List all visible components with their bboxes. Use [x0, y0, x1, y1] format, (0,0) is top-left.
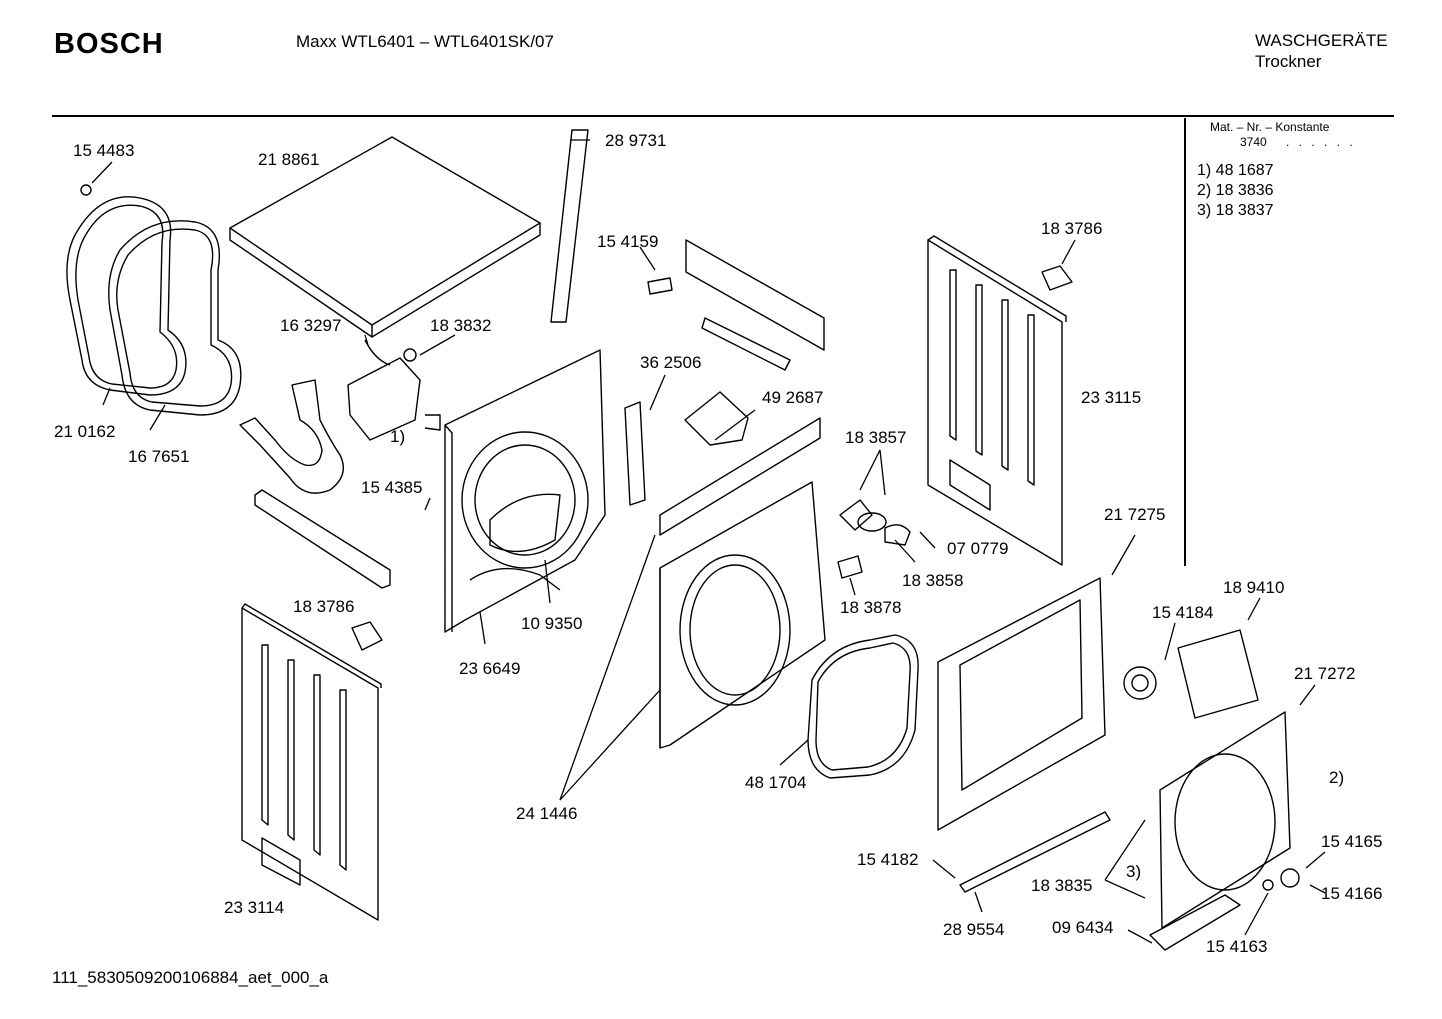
front-strip	[550, 129, 589, 323]
front-frame-upper	[659, 417, 821, 536]
part-label: 18 3835	[1031, 876, 1093, 895]
header-divider	[52, 115, 1394, 117]
control-panel-rail	[685, 239, 825, 351]
drum-seal-ring	[108, 220, 242, 416]
side-panel-right	[927, 239, 1063, 566]
part-label: 28 9554	[943, 920, 1005, 939]
door-seal-ring	[66, 196, 187, 396]
part-label: 18 3786	[293, 597, 355, 616]
light-strip	[624, 401, 646, 506]
model-title: Maxx WTL6401 – WTL6401SK/07	[296, 32, 554, 51]
part-label: 07 0779	[947, 539, 1009, 558]
part-label: 18 3857	[845, 428, 907, 447]
part-label: 10 9350	[521, 614, 583, 633]
variant-note: 3)	[1126, 862, 1142, 881]
variant-note: 1)	[390, 427, 406, 446]
part-label: 16 7651	[128, 447, 190, 466]
door-gasket	[807, 634, 919, 779]
part-label: 24 1446	[516, 804, 578, 823]
rear-panel	[444, 349, 606, 633]
part-label: 21 7275	[1104, 505, 1166, 524]
part-label: 15 4182	[857, 850, 919, 869]
part-label: 15 4184	[1152, 603, 1214, 622]
part-label: 18 3786	[1041, 219, 1103, 238]
info-box-dots: . . . . . .	[1286, 135, 1356, 149]
variant-1: 1) 48 1687	[1197, 162, 1274, 179]
part-label: 18 3858	[902, 571, 964, 590]
part-label: 23 3115	[1081, 388, 1142, 407]
front-frame	[659, 481, 826, 749]
info-box-title: Mat. – Nr. – Konstante	[1210, 120, 1330, 134]
side-panel-left	[241, 607, 379, 921]
part-label: 15 4166	[1321, 884, 1383, 903]
info-box-value: 3740	[1240, 135, 1267, 149]
fan-motor	[1123, 666, 1157, 700]
info-box-divider	[1184, 118, 1186, 566]
control-module	[684, 391, 749, 446]
part-label: 49 2687	[762, 388, 824, 407]
part-label: 18 3832	[430, 316, 492, 335]
document-id: 111_5830509200106884_aet_000_a	[52, 968, 329, 987]
part-label: 21 0162	[54, 422, 116, 441]
category-line-1: WASCHGERÄTE	[1255, 31, 1388, 50]
part-label: 36 2506	[640, 353, 702, 372]
part-label: 15 4483	[73, 141, 135, 160]
part-label: 48 1704	[745, 773, 807, 792]
part-label: 15 4159	[597, 232, 659, 251]
brand-logo: BOSCH	[54, 28, 164, 60]
lock-switch	[837, 555, 863, 579]
door-frame	[1159, 711, 1291, 929]
part-label: 23 3114	[224, 898, 285, 917]
variant-2: 2) 18 3836	[1197, 182, 1274, 199]
part-label: 18 9410	[1223, 578, 1285, 597]
part-label: 15 4163	[1206, 937, 1268, 956]
part-label: 21 8861	[258, 150, 320, 169]
plinth	[959, 811, 1111, 893]
part-label: 15 4385	[361, 478, 423, 497]
bracket-set	[1177, 629, 1259, 719]
front-panel	[937, 577, 1106, 831]
part-label: 28 9731	[605, 131, 667, 150]
part-label: 21 7272	[1294, 664, 1356, 683]
thermostat-bracket	[347, 357, 421, 441]
part-label: 18 3878	[840, 598, 902, 617]
drawer-handle	[1149, 894, 1241, 951]
door-lock	[839, 499, 873, 531]
part-label: 16 3297	[280, 316, 342, 335]
part-label: 09 6434	[1052, 918, 1114, 937]
variant-3: 3) 18 3837	[1197, 202, 1274, 219]
air-duct	[239, 379, 344, 494]
support-rail	[254, 489, 391, 589]
category-line-2: Trockner	[1255, 52, 1322, 71]
part-label: 15 4165	[1321, 832, 1383, 851]
variant-note: 2)	[1329, 768, 1345, 787]
part-label: 23 6649	[459, 659, 521, 678]
